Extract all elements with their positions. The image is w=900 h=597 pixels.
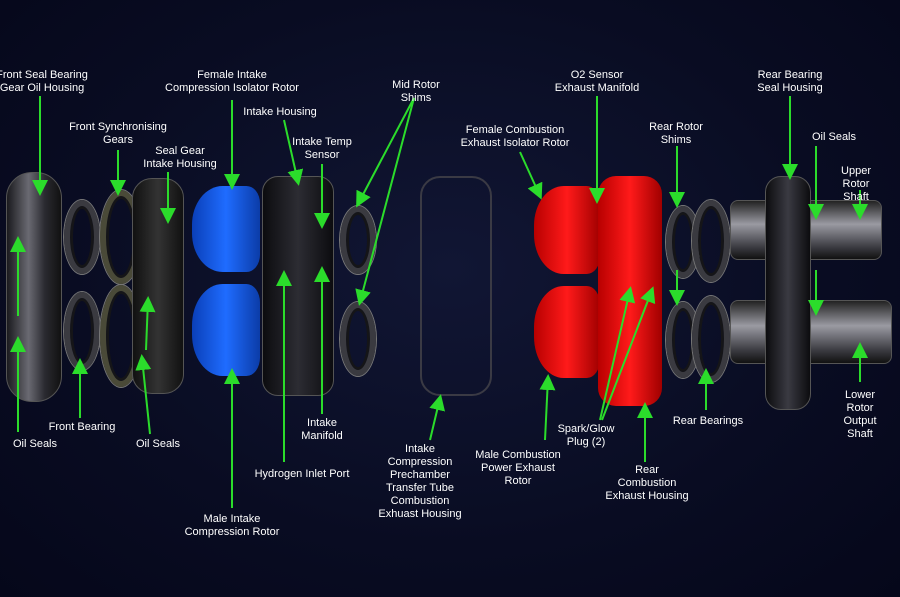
label-rear-bearings: Rear Bearings — [672, 415, 744, 427]
label-oil-seals-left: Oil Seals — [12, 438, 58, 450]
mid-rotor-shim-upper — [340, 206, 376, 274]
arrow — [601, 286, 656, 421]
label-intake-housing: Intake Housing — [243, 106, 317, 118]
arrow — [356, 97, 415, 208]
label-hydrogen-inlet: Hydrogen Inlet Port — [254, 468, 350, 480]
label-mid-rotor-shims: Mid Rotor Shims — [392, 79, 440, 104]
label-rear-bearing-seal: Rear Bearing Seal Housing — [757, 69, 823, 94]
male-intake-rotor — [192, 284, 260, 376]
arrow — [599, 286, 636, 421]
label-intake-manifold: Intake Manifold — [301, 417, 343, 442]
arrow — [519, 151, 543, 200]
label-spark-glow: Spark/Glow Plug (2) — [557, 423, 615, 448]
arrow — [539, 374, 556, 441]
label-female-combustion: Female Combustion Exhaust Isolator Rotor — [460, 124, 570, 149]
label-front-sync-gears: Front Synchronising Gears — [69, 121, 167, 146]
arrow — [135, 354, 152, 435]
female-intake-rotor — [192, 186, 260, 272]
label-rear-rotor-shims: Rear Rotor Shims — [649, 121, 703, 146]
arrow — [355, 97, 415, 306]
label-seal-gear-intake: Seal Gear Intake Housing — [143, 145, 217, 170]
front-bearing-upper — [64, 200, 100, 274]
front-seal-bearing-housing — [6, 172, 62, 402]
label-male-combustion: Male Combustion Power Exhaust Rotor — [475, 449, 561, 487]
label-upper-rotor-shaft: Upper Rotor Shaft — [841, 165, 871, 203]
arrow — [139, 296, 156, 351]
label-rear-combustion: Rear Combustion Exhaust Housing — [605, 464, 689, 502]
label-oil-seals-right: Oil Seals — [811, 131, 857, 143]
label-intake-prechamber: Intake Compression Prechamber Transfer T… — [378, 443, 462, 520]
male-combustion-rotor — [534, 286, 600, 378]
arrow — [429, 394, 446, 441]
label-front-bearing: Front Bearing — [48, 421, 116, 433]
intake-prechamber-housing — [420, 176, 492, 396]
label-front-seal-bearing: Front Seal Bearing Gear Oil Housing — [0, 69, 88, 94]
label-o2-sensor: O2 Sensor Exhaust Manifold — [554, 69, 640, 94]
label-male-intake: Male Intake Compression Rotor — [184, 513, 280, 538]
arrow — [283, 119, 304, 186]
rear-bearing-seal-housing — [765, 176, 811, 410]
label-lower-rotor-shaft: Lower Rotor Output Shaft — [843, 389, 877, 440]
label-female-intake: Female Intake Compression Isolator Rotor — [165, 69, 299, 94]
label-intake-temp: Intake Temp Sensor — [292, 136, 352, 161]
rear-bearing-upper — [692, 200, 730, 282]
label-oil-seals-mid: Oil Seals — [135, 438, 181, 450]
